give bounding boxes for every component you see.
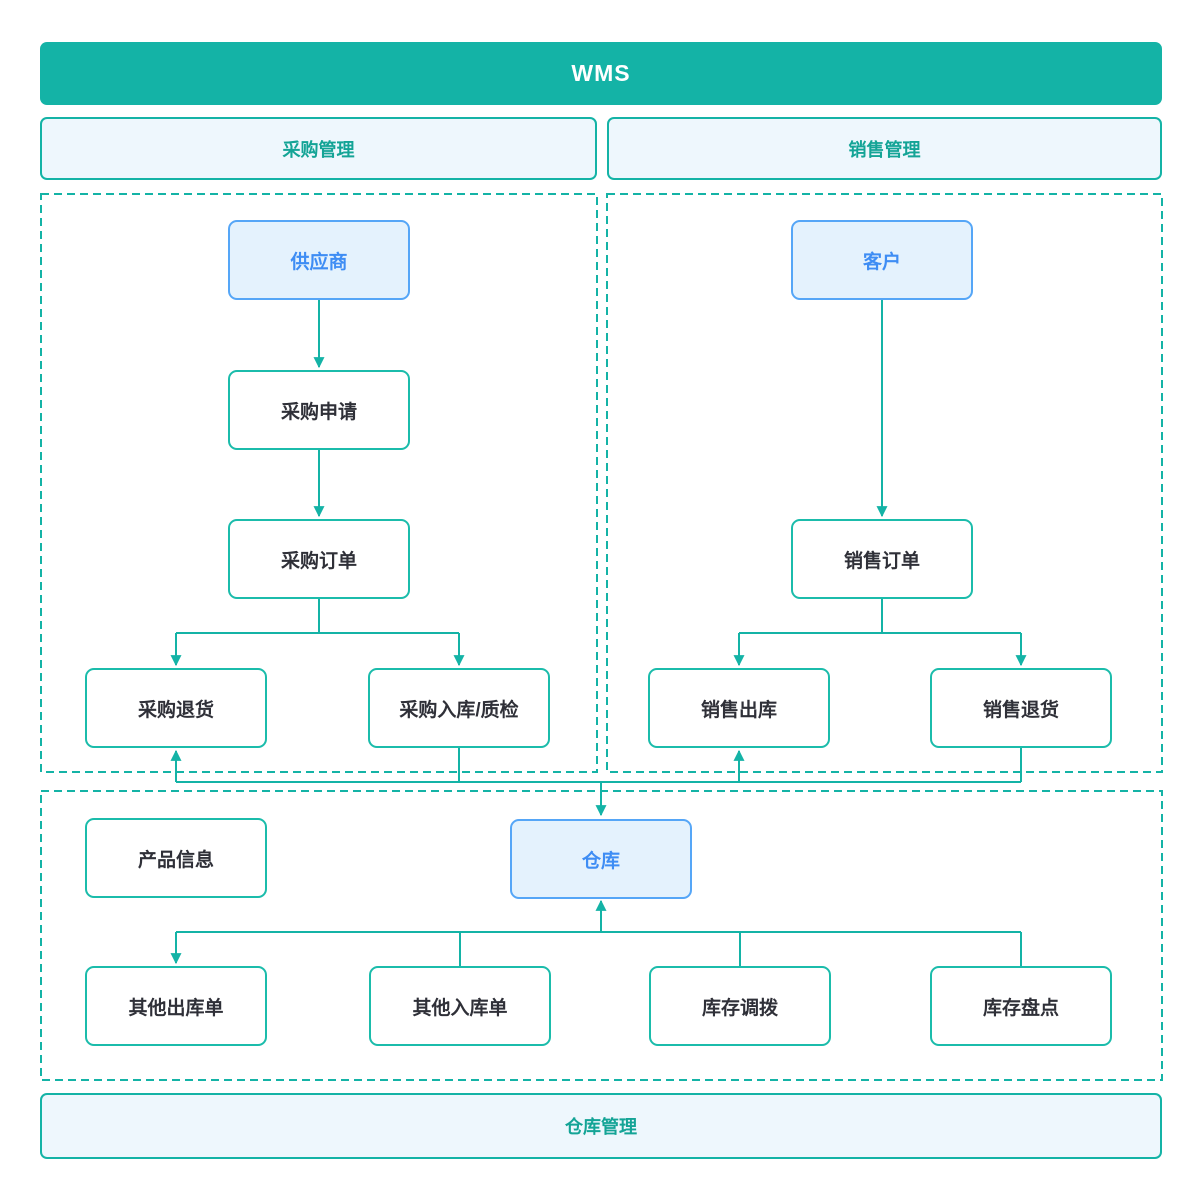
node-purchase-request[interactable]: 采购申请 (228, 370, 410, 450)
section-header-sales[interactable]: 销售管理 (607, 117, 1162, 180)
node-sales-order[interactable]: 销售订单 (791, 519, 973, 599)
banner-title: WMS (571, 60, 631, 86)
section-footer-warehouse-management[interactable]: 仓库管理 (40, 1093, 1162, 1159)
section-header-label: 销售管理 (848, 139, 921, 160)
node-purchase-return[interactable]: 采购退货 (85, 668, 267, 748)
node-label: 其他出库单 (128, 997, 224, 1019)
node-purchase-inbound-qc[interactable]: 采购入库/质检 (368, 668, 550, 748)
node-label: 供应商 (290, 251, 348, 273)
node-label: 销售订单 (843, 550, 920, 572)
sales-section-outline (606, 193, 1163, 773)
node-label: 采购入库/质检 (399, 699, 519, 721)
node-sales-return[interactable]: 销售退货 (930, 668, 1112, 748)
node-supplier[interactable]: 供应商 (228, 220, 410, 300)
node-stock-count[interactable]: 库存盘点 (930, 966, 1112, 1046)
node-label: 其他入库单 (412, 997, 508, 1019)
node-warehouse[interactable]: 仓库 (510, 819, 692, 899)
node-label: 采购申请 (280, 401, 357, 423)
node-label: 销售退货 (982, 699, 1059, 721)
node-customer[interactable]: 客户 (791, 220, 973, 300)
section-header-label: 采购管理 (282, 139, 355, 160)
node-label: 库存盘点 (982, 997, 1059, 1019)
node-purchase-order[interactable]: 采购订单 (228, 519, 410, 599)
section-footer-label: 仓库管理 (565, 1117, 637, 1137)
node-label: 采购订单 (280, 550, 357, 572)
node-label: 客户 (862, 251, 901, 273)
node-label: 仓库 (581, 850, 620, 872)
node-other-outbound[interactable]: 其他出库单 (85, 966, 267, 1046)
section-header-purchase[interactable]: 采购管理 (40, 117, 597, 180)
node-sales-outbound[interactable]: 销售出库 (648, 668, 830, 748)
node-label: 采购退货 (137, 699, 214, 721)
banner-wms[interactable]: WMS (40, 42, 1162, 105)
node-product-info[interactable]: 产品信息 (85, 818, 267, 898)
node-label: 库存调拨 (701, 997, 778, 1019)
purchase-section-outline (40, 193, 598, 773)
node-stock-transfer[interactable]: 库存调拨 (649, 966, 831, 1046)
node-other-inbound[interactable]: 其他入库单 (369, 966, 551, 1046)
node-label: 产品信息 (137, 849, 214, 871)
node-label: 销售出库 (700, 699, 777, 721)
